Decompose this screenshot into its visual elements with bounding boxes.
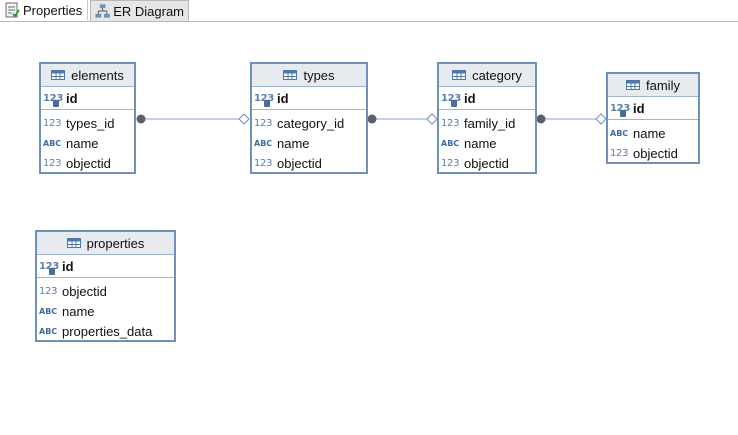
column-name: category_id bbox=[277, 115, 345, 131]
column-row[interactable]: 123 objectid bbox=[439, 153, 535, 173]
entity-header[interactable]: family bbox=[608, 74, 698, 97]
numeric-type-icon: 123 bbox=[254, 117, 273, 129]
column-name: id bbox=[62, 258, 74, 274]
text-type-icon: ABC bbox=[254, 138, 273, 148]
column-name: objectid bbox=[464, 155, 509, 171]
type-glyph: 123 bbox=[254, 92, 274, 104]
primary-key-row[interactable]: 123 id bbox=[439, 87, 535, 110]
column-row[interactable]: 123 category_id bbox=[252, 113, 366, 133]
numeric-type-icon: 123 bbox=[254, 157, 273, 169]
pk-endpoint-icon bbox=[238, 113, 250, 125]
column-name: id bbox=[633, 100, 645, 116]
column-row[interactable]: 123 objectid bbox=[37, 281, 174, 301]
type-glyph: 123 bbox=[43, 92, 63, 104]
column-name: id bbox=[66, 90, 78, 106]
entity-header[interactable]: properties bbox=[37, 232, 174, 255]
column-row[interactable]: ABC name bbox=[41, 133, 134, 153]
column-row[interactable]: ABC name bbox=[37, 301, 174, 321]
primary-key-row[interactable]: 123 id bbox=[608, 97, 698, 120]
table-icon bbox=[626, 80, 641, 90]
column-name: name bbox=[277, 135, 310, 151]
entity-header[interactable]: category bbox=[439, 64, 535, 87]
table-icon bbox=[51, 70, 66, 80]
numeric-type-icon: 123 bbox=[39, 285, 58, 297]
relation-types-category[interactable] bbox=[367, 113, 438, 125]
column-name: properties_data bbox=[62, 323, 153, 339]
column-row[interactable]: ABC name bbox=[608, 123, 698, 143]
editor-tab-bar: Properties ER Diagram bbox=[0, 0, 738, 22]
numeric-type-icon: 123 bbox=[441, 117, 460, 129]
column-row[interactable]: ABC name bbox=[252, 133, 366, 153]
entity-title: family bbox=[646, 77, 680, 93]
column-name: family_id bbox=[464, 115, 516, 131]
numeric-type-icon: 123 bbox=[441, 157, 460, 169]
er-diagram-icon bbox=[95, 4, 110, 18]
column-row[interactable]: 123 objectid bbox=[608, 143, 698, 163]
fk-endpoint-icon bbox=[367, 114, 377, 124]
type-glyph: 123 bbox=[441, 92, 461, 104]
tab-er-diagram[interactable]: ER Diagram bbox=[90, 0, 189, 21]
entity-header[interactable]: elements bbox=[41, 64, 134, 87]
relation-elements-types[interactable] bbox=[136, 113, 250, 125]
tab-properties[interactable]: Properties bbox=[0, 0, 88, 20]
entity-title: types bbox=[303, 67, 335, 83]
text-type-icon: ABC bbox=[43, 138, 62, 148]
text-type-icon: ABC bbox=[610, 128, 629, 138]
column-name: name bbox=[62, 303, 95, 319]
relation-category-family[interactable] bbox=[536, 113, 607, 125]
primary-key-icon: 123 bbox=[610, 102, 630, 117]
column-name: objectid bbox=[66, 155, 111, 171]
column-row[interactable]: ABC properties_data bbox=[37, 321, 174, 341]
column-name: name bbox=[464, 135, 497, 151]
fk-endpoint-icon bbox=[536, 114, 546, 124]
column-row[interactable]: 123 objectid bbox=[252, 153, 366, 173]
column-row[interactable]: 123 types_id bbox=[41, 113, 134, 133]
type-glyph: 123 bbox=[610, 102, 630, 114]
properties-icon bbox=[5, 2, 20, 18]
table-icon bbox=[452, 70, 467, 80]
column-name: id bbox=[464, 90, 476, 106]
primary-key-icon: 123 bbox=[43, 92, 63, 107]
primary-key-icon: 123 bbox=[254, 92, 274, 107]
text-type-icon: ABC bbox=[441, 138, 460, 148]
column-name: id bbox=[277, 90, 289, 106]
entity-title: category bbox=[472, 67, 522, 83]
entity-title: elements bbox=[71, 67, 124, 83]
type-glyph: 123 bbox=[39, 260, 59, 272]
column-name: objectid bbox=[633, 145, 678, 161]
text-type-icon: ABC bbox=[39, 306, 58, 316]
primary-key-icon: 123 bbox=[441, 92, 461, 107]
numeric-type-icon: 123 bbox=[43, 157, 62, 169]
entity-title: properties bbox=[86, 235, 145, 251]
primary-key-row[interactable]: 123 id bbox=[37, 255, 174, 278]
table-icon bbox=[66, 238, 81, 248]
entity-header[interactable]: types bbox=[252, 64, 366, 87]
pk-endpoint-icon bbox=[595, 113, 607, 125]
primary-key-row[interactable]: 123 id bbox=[41, 87, 134, 110]
column-name: name bbox=[633, 125, 666, 141]
numeric-type-icon: 123 bbox=[43, 117, 62, 129]
primary-key-icon: 123 bbox=[39, 260, 59, 275]
column-name: name bbox=[66, 135, 99, 151]
entity-family[interactable]: family 123 id ABC name 123 objectid bbox=[606, 72, 700, 164]
column-name: objectid bbox=[62, 283, 107, 299]
fk-endpoint-icon bbox=[136, 114, 146, 124]
column-row[interactable]: ABC name bbox=[439, 133, 535, 153]
table-icon bbox=[283, 70, 298, 80]
column-row[interactable]: 123 objectid bbox=[41, 153, 134, 173]
column-row[interactable]: 123 family_id bbox=[439, 113, 535, 133]
text-type-icon: ABC bbox=[39, 326, 58, 336]
tab-label: ER Diagram bbox=[113, 3, 184, 19]
column-name: objectid bbox=[277, 155, 322, 171]
numeric-type-icon: 123 bbox=[610, 147, 629, 159]
primary-key-row[interactable]: 123 id bbox=[252, 87, 366, 110]
tab-label: Properties bbox=[23, 2, 83, 18]
column-name: types_id bbox=[66, 115, 115, 131]
pk-endpoint-icon bbox=[426, 113, 438, 125]
